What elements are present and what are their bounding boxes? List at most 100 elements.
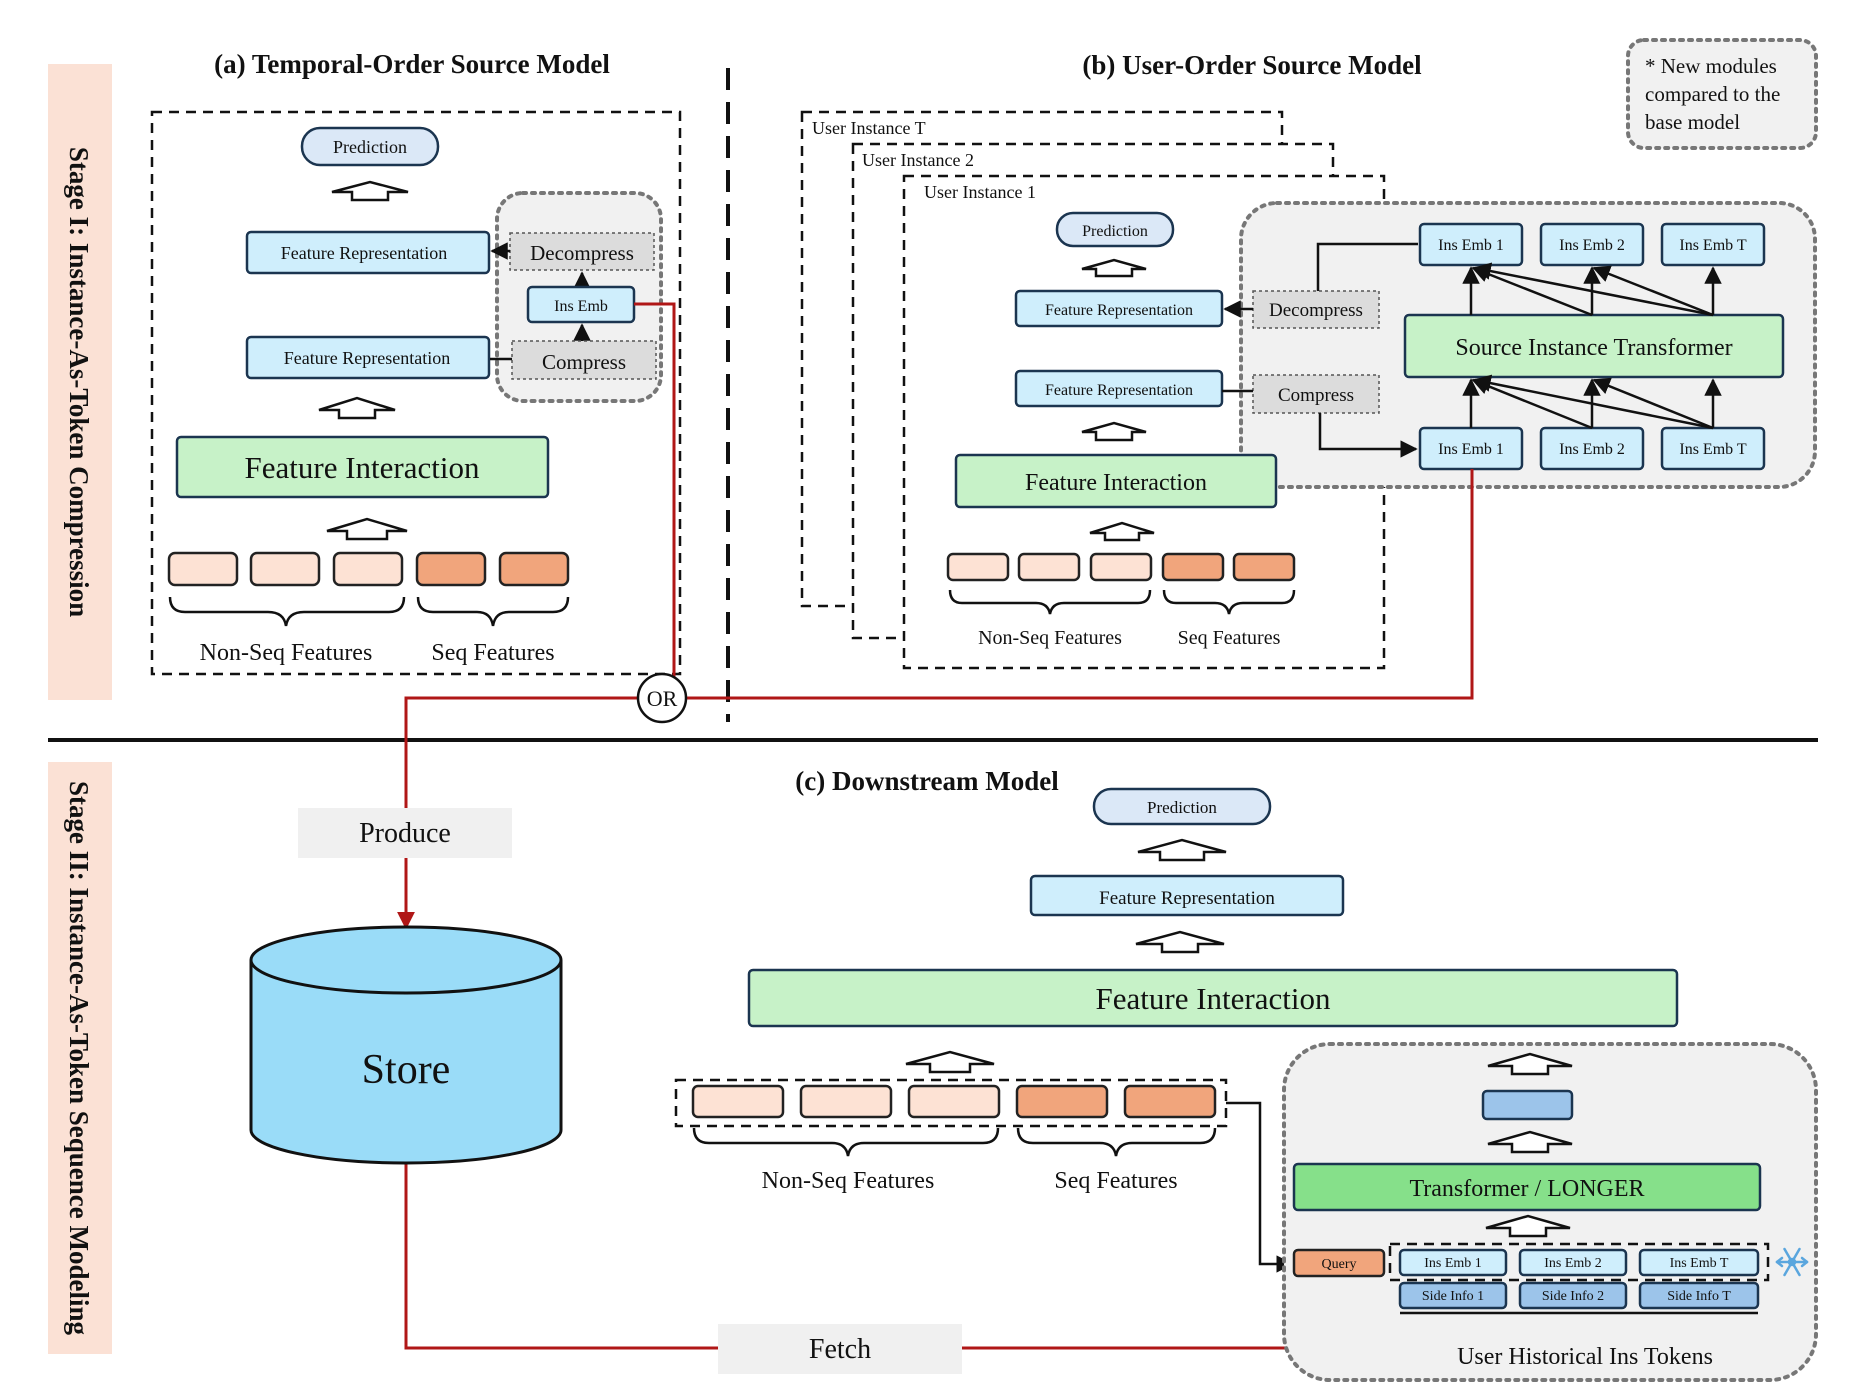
panel-b-title: (b) User-Order Source Model xyxy=(1082,50,1422,80)
svg-text:* New modules: * New modules xyxy=(1645,54,1777,78)
up-arrow-icon xyxy=(1487,1052,1573,1076)
panel-a-decompress: Decompress xyxy=(509,232,655,271)
panel-a-non-seq-label: Non-Seq Features xyxy=(200,640,373,666)
up-arrow-icon xyxy=(1135,930,1225,954)
fetch-line xyxy=(404,1160,1436,1357)
brace xyxy=(1016,1127,1217,1157)
svg-text:base model: base model xyxy=(1645,110,1740,134)
panel-c-title: (c) Downstream Model xyxy=(795,766,1059,796)
svg-text:Stage II: Instance-As-Token Se: Stage II: Instance-As-Token Sequence Mod… xyxy=(64,781,94,1336)
brace xyxy=(1162,589,1296,615)
brace xyxy=(948,589,1152,615)
panel-b-ins-emb-top-1: Ins Emb 1 xyxy=(1418,222,1524,267)
snowflake-icon xyxy=(1775,1247,1809,1277)
svg-text:Ins Emb 2: Ins Emb 2 xyxy=(1544,1256,1602,1271)
svg-text:Fetch: Fetch xyxy=(809,1334,871,1365)
panel-c-pooled-output xyxy=(1481,1089,1574,1121)
svg-text:Compress: Compress xyxy=(542,350,626,374)
up-arrow-icon xyxy=(1089,521,1155,542)
panel-a-prediction: Prediction xyxy=(300,126,440,167)
svg-text:OR: OR xyxy=(647,686,678,711)
up-arrow-icon xyxy=(331,180,409,202)
svg-text:Stage I: Instance-As-Token Com: Stage I: Instance-As-Token Compression xyxy=(64,147,94,617)
panel-a-frame xyxy=(150,110,682,676)
svg-text:Ins Emb 2: Ins Emb 2 xyxy=(1559,237,1625,254)
panel-b-compress: Compress xyxy=(1252,374,1380,414)
svg-text:Ins Emb 1: Ins Emb 1 xyxy=(1438,237,1504,254)
panel-a-features xyxy=(167,551,570,587)
panel-c-seq-label: Seq Features xyxy=(1054,1168,1177,1194)
panel-b-feature-representation-top: Feature Representation xyxy=(1014,289,1224,328)
svg-text:Ins Emb T: Ins Emb T xyxy=(1670,1256,1729,1271)
panel-b-feature-representation-bottom: Feature Representation xyxy=(1014,369,1224,408)
svg-text:Side Info 2: Side Info 2 xyxy=(1542,1289,1604,1304)
brace xyxy=(416,596,570,627)
panel-c-side-info-2: Side Info 2 xyxy=(1518,1281,1628,1310)
panel-b-seq-label: Seq Features xyxy=(1178,627,1281,649)
svg-text:Feature Representation: Feature Representation xyxy=(284,348,450,368)
panel-b-non-seq-label: Non-Seq Features xyxy=(978,627,1122,649)
brace xyxy=(168,596,406,627)
query-token: Query xyxy=(1292,1248,1386,1278)
transformer-longer: Transformer / LONGER xyxy=(1292,1162,1762,1212)
panel-c-non-seq-label: Non-Seq Features xyxy=(762,1168,935,1194)
svg-text:Feature Interaction: Feature Interaction xyxy=(1096,981,1331,1016)
panel-b-ins-emb-top-2: Ins Emb 2 xyxy=(1539,222,1645,267)
svg-text:Feature Interaction: Feature Interaction xyxy=(245,450,480,485)
frozen-emb-group xyxy=(1388,1242,1770,1282)
panel-a-seq-label: Seq Features xyxy=(431,640,554,666)
svg-text:Query: Query xyxy=(1322,1257,1357,1272)
panel-a-title: (a) Temporal-Order Source Model xyxy=(214,49,610,79)
svg-text:Prediction: Prediction xyxy=(333,137,407,157)
produce-label: Produce xyxy=(298,808,512,858)
panel-b-output-line xyxy=(684,469,1474,700)
svg-text:Decompress: Decompress xyxy=(1269,300,1363,321)
panel-c-ins-emb-t: Ins Emb T xyxy=(1638,1248,1760,1277)
svg-text:User Instance 2: User Instance 2 xyxy=(862,150,974,170)
svg-text:Feature Representation: Feature Representation xyxy=(1045,382,1193,399)
up-arrow-icon xyxy=(326,517,408,541)
panel-c-feature-representation: Feature Representation xyxy=(1029,874,1345,917)
panel-b-ins-emb-bottom-2: Ins Emb 2 xyxy=(1539,426,1645,471)
svg-text:Ins Emb: Ins Emb xyxy=(554,298,608,315)
store-database: Store xyxy=(249,925,563,1165)
panel-c-ins-emb-2: Ins Emb 2 xyxy=(1518,1248,1628,1277)
panel-c-feature-interaction: Feature Interaction xyxy=(747,968,1679,1028)
svg-text:Ins Emb 1: Ins Emb 1 xyxy=(1424,1256,1482,1271)
svg-text:Compress: Compress xyxy=(1278,385,1354,406)
stage-1-label: Stage I: Instance-As-Token Compression xyxy=(48,64,112,700)
svg-text:Side Info 1: Side Info 1 xyxy=(1422,1289,1484,1304)
panel-b-feature-interaction: Feature Interaction xyxy=(954,453,1278,509)
panel-b-ins-emb-bottom-t: Ins Emb T xyxy=(1660,426,1766,471)
up-arrow-icon xyxy=(318,396,396,420)
svg-text:Decompress: Decompress xyxy=(530,241,634,265)
svg-text:Prediction: Prediction xyxy=(1082,223,1148,240)
panel-c-side-info-1: Side Info 1 xyxy=(1398,1281,1508,1310)
svg-text:Source Instance Transformer: Source Instance Transformer xyxy=(1455,335,1732,361)
up-arrow-icon xyxy=(1137,838,1227,862)
up-arrow-icon xyxy=(905,1050,995,1074)
svg-text:Ins Emb T: Ins Emb T xyxy=(1679,441,1746,458)
causal-attention-arrows-top xyxy=(1462,262,1722,317)
up-arrow-icon xyxy=(1081,421,1147,442)
panel-a-ins-emb: Ins Emb xyxy=(526,285,636,324)
query-connector xyxy=(1226,1101,1294,1273)
up-arrow-icon xyxy=(1081,258,1147,278)
note-box: * New modules compared to the base model xyxy=(1626,38,1818,150)
svg-text:Feature Interaction: Feature Interaction xyxy=(1025,470,1207,496)
svg-text:Ins Emb 1: Ins Emb 1 xyxy=(1438,441,1504,458)
panel-b-features xyxy=(946,552,1296,582)
panel-b-decompress: Decompress xyxy=(1252,290,1380,329)
svg-text:compared to the: compared to the xyxy=(1645,82,1780,106)
svg-text:Feature Representation: Feature Representation xyxy=(1045,302,1193,319)
panel-a-compress: Compress xyxy=(511,340,657,380)
panel-b-prediction: Prediction xyxy=(1055,211,1175,248)
user-historical-tokens-label: User Historical Ins Tokens xyxy=(1457,1344,1713,1370)
svg-text:Feature Representation: Feature Representation xyxy=(281,243,447,263)
up-arrow-icon xyxy=(1487,1130,1573,1154)
svg-text:Transformer / LONGER: Transformer / LONGER xyxy=(1409,1176,1644,1202)
panel-b-ins-emb-top-t: Ins Emb T xyxy=(1660,222,1766,267)
or-node: OR xyxy=(636,672,688,724)
svg-text:Store: Store xyxy=(362,1047,451,1093)
